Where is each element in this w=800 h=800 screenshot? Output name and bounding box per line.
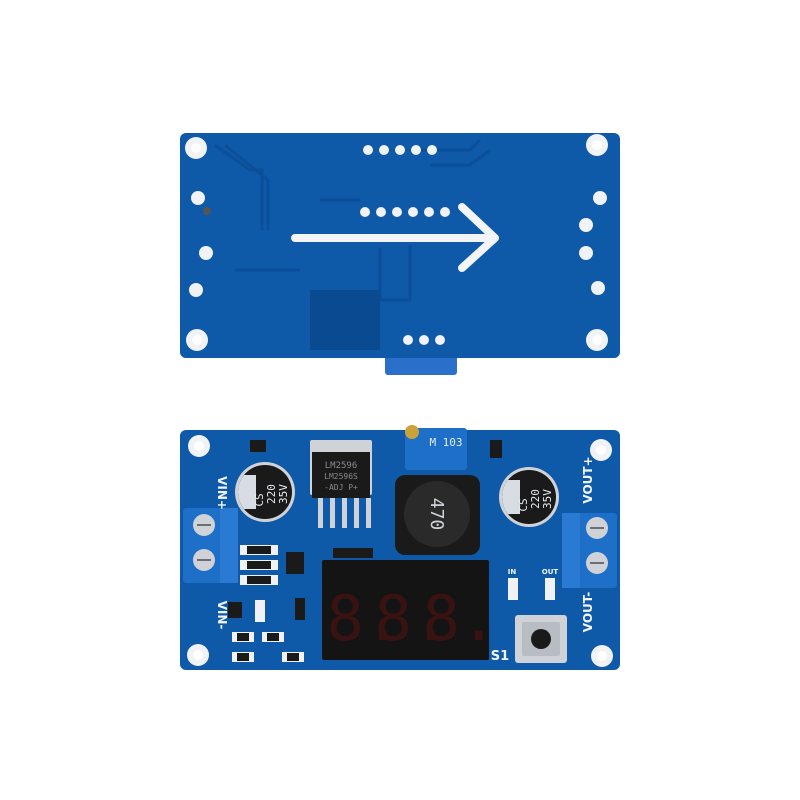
capacitor-right-line1: CS bbox=[517, 498, 530, 511]
capacitor-left-line3: 35V bbox=[277, 484, 290, 504]
output-terminal[interactable] bbox=[562, 513, 617, 588]
button-label: S1 bbox=[491, 649, 509, 664]
back-pin-row-top bbox=[363, 145, 437, 155]
push-button-s1[interactable] bbox=[515, 615, 567, 663]
potentiometer: M 103 bbox=[405, 425, 467, 470]
arrow-right-icon bbox=[291, 203, 499, 272]
potentiometer-label: M 103 bbox=[429, 436, 462, 449]
capacitor-left-line1: CS bbox=[253, 493, 266, 506]
vin-minus-label: VIN- bbox=[215, 601, 229, 630]
back-pin-row-mid bbox=[360, 207, 450, 217]
back-pot-peek bbox=[385, 355, 457, 375]
capacitor-right-line2: 220 bbox=[529, 489, 542, 509]
display-digit-3: 8. bbox=[423, 582, 498, 655]
display-digit-2: 8. bbox=[375, 582, 450, 655]
smd-components bbox=[228, 440, 555, 662]
back-via-grid bbox=[310, 290, 380, 350]
in-led-label: IN bbox=[508, 568, 517, 576]
front-mounting-holes bbox=[187, 435, 613, 667]
back-board bbox=[180, 133, 620, 375]
capacitor-right: CS 220 35V bbox=[499, 467, 559, 527]
back-pin-row-bottom bbox=[403, 335, 445, 345]
display-digit-1: 8. bbox=[327, 582, 402, 655]
regulator-chip: LM2596 LM2596S -ADJ P+ bbox=[310, 440, 372, 528]
back-mounting-holes bbox=[185, 134, 608, 351]
out-led-label: OUT bbox=[542, 568, 559, 576]
capacitor-left: CS 220 35V bbox=[235, 462, 295, 522]
capacitor-left-line2: 220 bbox=[265, 484, 278, 504]
vin-plus-label: VIN+ bbox=[215, 476, 229, 510]
regulator-chip-line1: LM2596 bbox=[325, 461, 358, 471]
inductor-label: 470 bbox=[426, 498, 447, 531]
input-terminal[interactable] bbox=[183, 508, 238, 583]
vout-plus-label: VOUT+ bbox=[581, 456, 595, 503]
capacitor-right-line3: 35V bbox=[541, 489, 554, 509]
seven-segment-display: 8. 8. 8. bbox=[322, 560, 497, 660]
back-traces bbox=[214, 138, 491, 302]
back-side-pads bbox=[189, 191, 607, 297]
regulator-chip-line2: LM2596S bbox=[324, 472, 358, 481]
back-pcb bbox=[180, 133, 620, 358]
front-board: LM2596 LM2596S -ADJ P+ M 103 CS 220 35V bbox=[180, 425, 620, 670]
regulator-chip-line3: -ADJ P+ bbox=[324, 483, 358, 492]
vout-minus-label: VOUT- bbox=[581, 592, 595, 632]
inductor: 470 bbox=[395, 475, 480, 555]
